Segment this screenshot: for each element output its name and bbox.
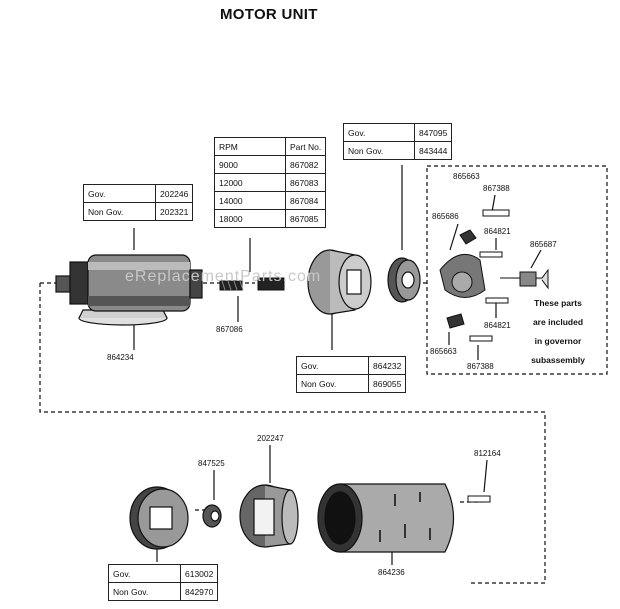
governor-note-line: are included: [532, 317, 584, 327]
parts-table-864232: Gov.864232 Non Gov.869055: [296, 356, 407, 393]
pin-812164-part: [467, 495, 491, 503]
table-cell: 202246: [154, 184, 194, 203]
table-cell: 867083: [284, 173, 327, 192]
part-label: 865687: [530, 240, 557, 249]
governor-parts: [439, 209, 549, 342]
nut-847525-part: [202, 504, 222, 528]
assembly-path-line: [39, 283, 546, 584]
parts-table-202246: Gov.202246 Non Gov.202321: [83, 184, 194, 221]
table-cell: 202321: [154, 202, 194, 221]
part-label: 865686: [432, 212, 459, 221]
brush-spring-part: [219, 277, 285, 291]
parts-table-847095: Gov.847095 Non Gov.843444: [343, 123, 453, 160]
part-label: 867388: [483, 184, 510, 193]
part-label: 864821: [484, 227, 511, 236]
table-cell: Non Gov.: [83, 202, 156, 221]
part-label: 865663: [453, 172, 480, 181]
table-cell: 869055: [367, 374, 407, 393]
table-cell: 867084: [284, 191, 327, 210]
part-label: 865663: [430, 347, 457, 356]
part-label: 864821: [484, 321, 511, 330]
table-cell: 867082: [284, 155, 327, 174]
diagram-title: MOTOR UNIT: [220, 6, 318, 23]
table-cell: Gov.: [108, 564, 181, 583]
governor-note-line: in governor: [534, 336, 582, 346]
table-cell: 9000: [214, 155, 286, 174]
table-cell: 842970: [179, 582, 219, 601]
table-cell: 613002: [179, 564, 219, 583]
table-cell: Gov.: [343, 123, 415, 142]
table-cell: 12000: [214, 173, 286, 192]
governor-note-line: These parts: [534, 298, 582, 308]
table-cell: 14000: [214, 191, 286, 210]
table-cell: Non Gov.: [343, 141, 415, 160]
table-cell: Gov.: [83, 184, 156, 203]
table-cell: Non Gov.: [108, 582, 181, 601]
table-cell: 843444: [413, 141, 453, 160]
bearing-613002-part: [129, 486, 189, 550]
part-label: 202247: [257, 434, 284, 443]
parts-table-613002: Gov.613002 Non Gov.842970: [108, 564, 219, 601]
watermark: eReplacementParts.com: [125, 268, 322, 285]
part-label: 812164: [474, 449, 501, 458]
part-label: 864236: [378, 568, 405, 577]
part-label: 864234: [107, 353, 134, 362]
housing-864236-part: [317, 483, 454, 553]
table-cell: Non Gov.: [296, 374, 369, 393]
table-header-cell: RPM: [214, 137, 286, 156]
table-cell: 847095: [413, 123, 453, 142]
table-cell: 867085: [284, 209, 327, 228]
bearing-part: [387, 257, 421, 303]
governor-subassembly-box: [426, 165, 608, 375]
governor-note-line: subassembly: [531, 355, 585, 365]
table-header-cell: Part No.: [284, 137, 327, 156]
part-label: 847525: [198, 459, 225, 468]
bearing-holder-202247-part: [239, 484, 299, 548]
governor-note: These parts are included in governor sub…: [518, 294, 598, 370]
part-label: 867388: [467, 362, 494, 371]
armature-part: [55, 254, 203, 326]
table-cell: Gov.: [296, 356, 369, 375]
table-cell: 864232: [367, 356, 407, 375]
table-cell: 18000: [214, 209, 286, 228]
part-label: 867086: [216, 325, 243, 334]
fan-part: [307, 249, 372, 315]
